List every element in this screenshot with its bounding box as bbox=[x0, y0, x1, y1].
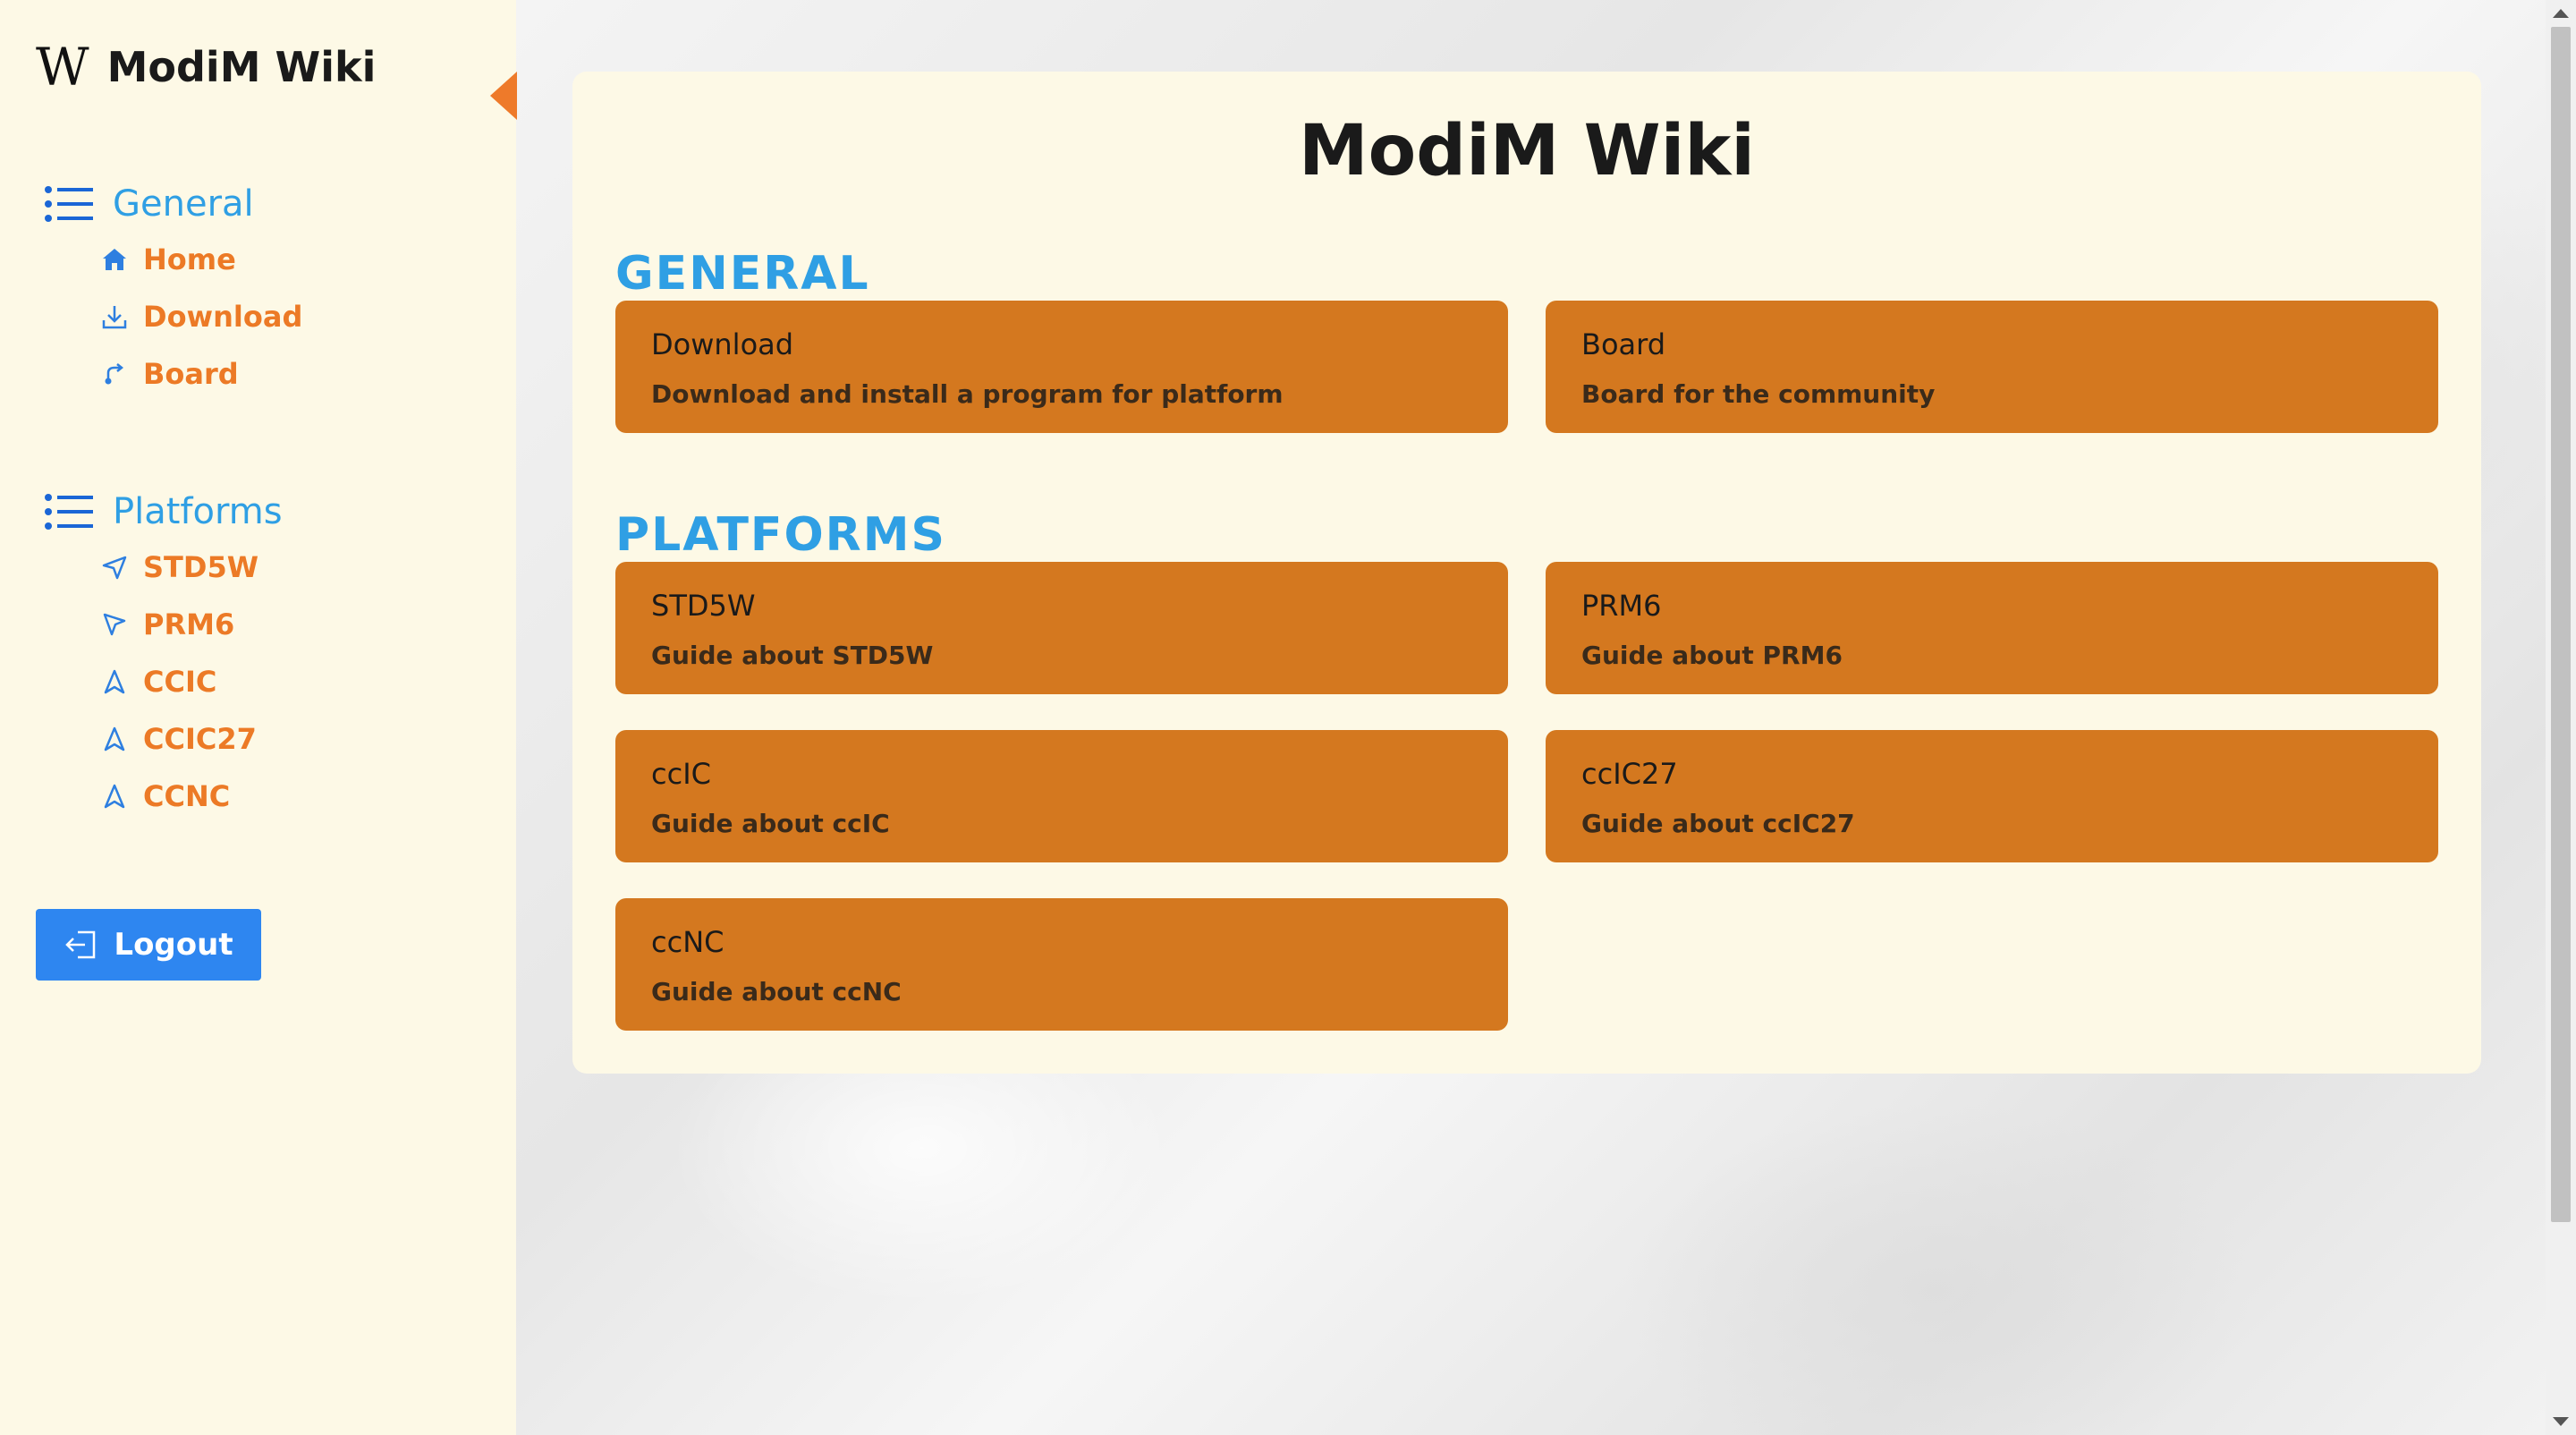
cursor-icon bbox=[98, 608, 131, 641]
tile-description: Guide about ccIC27 bbox=[1581, 809, 1855, 838]
sidebar-item-home[interactable]: Home bbox=[98, 231, 302, 288]
share-icon bbox=[98, 358, 131, 390]
logout-label: Logout bbox=[114, 927, 233, 963]
tile-title: Board bbox=[1581, 327, 1666, 361]
logout-button[interactable]: Logout bbox=[36, 909, 261, 981]
tile-title: PRM6 bbox=[1581, 589, 1662, 623]
page-title: ModiM Wiki bbox=[1299, 111, 1755, 191]
tile-description: Download and install a program for platf… bbox=[651, 379, 1284, 409]
sidebar-item-label: CCNC bbox=[143, 779, 231, 813]
tile-description: Guide about STD5W bbox=[651, 641, 934, 670]
sidebar-item-label: STD5W bbox=[143, 550, 258, 584]
sidebar-item-download[interactable]: Download bbox=[98, 288, 302, 345]
sidebar-item-label: CCIC27 bbox=[143, 722, 257, 756]
list-icon bbox=[45, 186, 93, 222]
sidebar-item-ccic27[interactable]: CCIC27 bbox=[98, 710, 283, 768]
home-icon bbox=[98, 243, 131, 276]
tile-std5w[interactable]: STD5W Guide about STD5W bbox=[615, 562, 1508, 694]
list-icon bbox=[45, 494, 93, 530]
sidebar: W ModiM Wiki General Home bbox=[0, 0, 516, 1435]
nav-heading-label: Platforms bbox=[113, 491, 283, 532]
scroll-up-arrow-icon[interactable] bbox=[2553, 9, 2569, 18]
navigation-icon bbox=[98, 666, 131, 698]
sidebar-item-label: Home bbox=[143, 242, 236, 276]
scrollbar-thumb[interactable] bbox=[2551, 27, 2571, 1222]
wiki-logo-icon: W bbox=[36, 37, 89, 98]
sidebar-item-prm6[interactable]: PRM6 bbox=[98, 596, 283, 653]
tile-download[interactable]: Download Download and install a program … bbox=[615, 301, 1508, 433]
sidebar-item-label: PRM6 bbox=[143, 607, 235, 641]
tile-title: Download bbox=[651, 327, 794, 361]
vertical-scrollbar[interactable] bbox=[2546, 0, 2576, 1435]
tile-description: Guide about ccIC bbox=[651, 809, 890, 838]
tile-title: ccIC27 bbox=[1581, 757, 1678, 791]
brand-title: ModiM Wiki bbox=[106, 43, 377, 91]
tile-ccic[interactable]: ccIC Guide about ccIC bbox=[615, 730, 1508, 862]
sidebar-item-board[interactable]: Board bbox=[98, 345, 302, 403]
download-icon bbox=[98, 301, 131, 333]
tile-title: STD5W bbox=[651, 589, 756, 623]
nav-heading-label: General bbox=[113, 183, 254, 225]
tile-description: Guide about PRM6 bbox=[1581, 641, 1843, 670]
tile-description: Board for the community bbox=[1581, 379, 1936, 409]
tile-ccic27[interactable]: ccIC27 Guide about ccIC27 bbox=[1546, 730, 2438, 862]
scroll-down-arrow-icon[interactable] bbox=[2553, 1417, 2569, 1426]
send-icon bbox=[98, 551, 131, 583]
navigation-icon bbox=[98, 780, 131, 812]
tile-title: ccNC bbox=[651, 925, 724, 959]
nav-section-platforms: Platforms STD5W PRM6 CC bbox=[45, 485, 283, 825]
tile-title: ccIC bbox=[651, 757, 711, 791]
sidebar-item-label: Download bbox=[143, 300, 303, 334]
nav-heading-platforms[interactable]: Platforms bbox=[45, 485, 283, 539]
logout-icon bbox=[65, 930, 96, 959]
section-title-platforms: PLATFORMS bbox=[615, 508, 946, 562]
sidebar-collapse-toggle[interactable] bbox=[490, 72, 517, 120]
sidebar-item-label: Board bbox=[143, 357, 239, 391]
navigation-icon bbox=[98, 723, 131, 755]
section-title-general: GENERAL bbox=[615, 247, 870, 301]
main-content-card: ModiM Wiki GENERAL Download Download and… bbox=[572, 72, 2481, 1074]
brand[interactable]: W ModiM Wiki bbox=[36, 36, 376, 98]
nav-section-general: General Home Download bbox=[45, 177, 302, 403]
sidebar-item-std5w[interactable]: STD5W bbox=[98, 539, 283, 596]
sidebar-item-ccnc[interactable]: CCNC bbox=[98, 768, 283, 825]
tile-board[interactable]: Board Board for the community bbox=[1546, 301, 2438, 433]
sidebar-item-label: CCIC bbox=[143, 665, 217, 699]
tile-ccnc[interactable]: ccNC Guide about ccNC bbox=[615, 898, 1508, 1031]
tile-prm6[interactable]: PRM6 Guide about PRM6 bbox=[1546, 562, 2438, 694]
tile-description: Guide about ccNC bbox=[651, 977, 902, 1006]
nav-heading-general[interactable]: General bbox=[45, 177, 302, 231]
sidebar-item-ccic[interactable]: CCIC bbox=[98, 653, 283, 710]
